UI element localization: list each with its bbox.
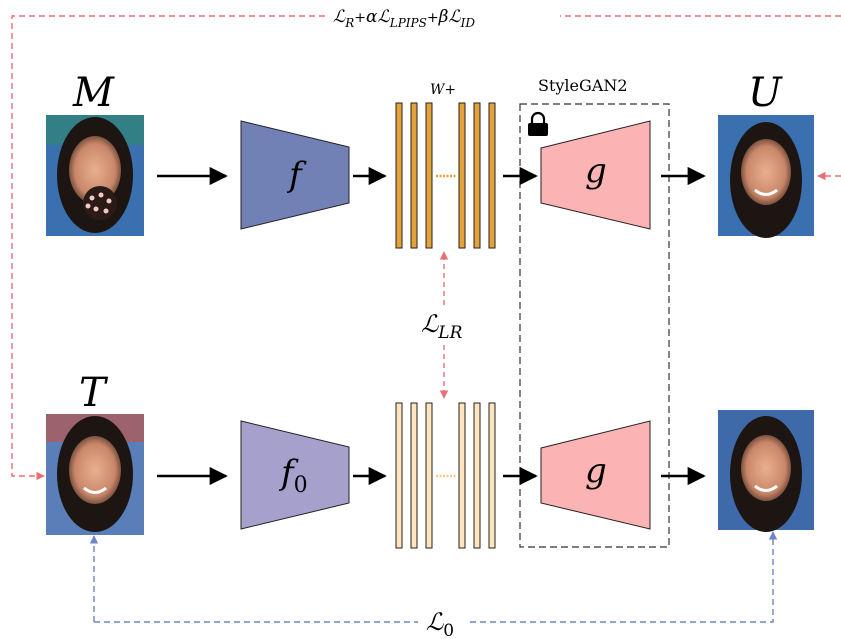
masked-input-label: M: [72, 70, 115, 116]
generator-g-top: [540, 120, 651, 230]
latent-codes-top: [395, 102, 496, 249]
stylegan-label: StyleGAN2: [538, 76, 628, 95]
target-label: T: [79, 370, 109, 416]
output-label: U: [748, 70, 783, 116]
generator-g-bottom-label: g: [585, 451, 607, 491]
latent-loss-label: ℒLR: [421, 310, 463, 343]
reconstructed-image: [718, 410, 814, 532]
latent-label: W+: [430, 82, 456, 98]
encoder-f: [240, 120, 350, 230]
flow-arrows: [157, 166, 706, 486]
masked-input-image: [46, 115, 144, 236]
generator-g-bottom: [540, 420, 651, 530]
top-loss-label: ℒR+αℒLPIPS+βℒID: [333, 7, 475, 30]
stylegan-frame: [519, 103, 670, 548]
encoder-f0: [240, 420, 350, 530]
bottom-loss-label: ℒ0: [426, 608, 454, 639]
generator-g-top-label: g: [585, 151, 607, 191]
bottom-loss-loop: [89, 531, 778, 623]
output-image: [718, 115, 814, 238]
lock-icon: [528, 111, 548, 136]
top-loss-loop: [11, 15, 841, 481]
target-image: [46, 414, 144, 535]
latent-codes-bottom: [395, 402, 496, 549]
